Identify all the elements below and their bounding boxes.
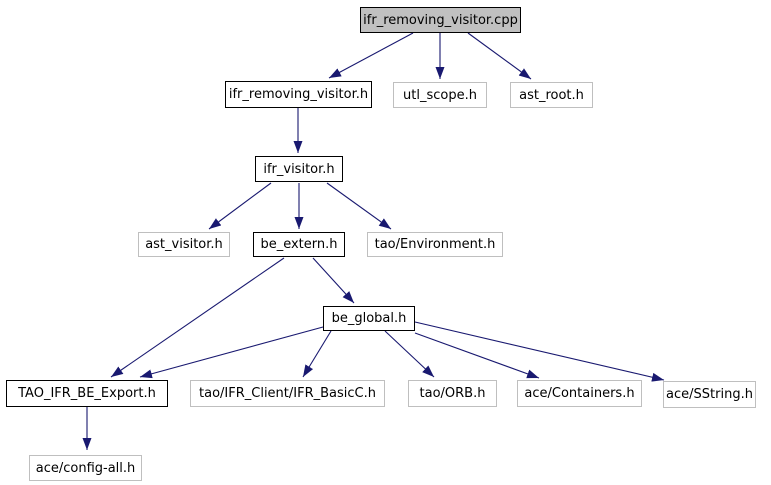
node-be-global-h[interactable]: be_global.h	[323, 306, 415, 331]
edge-be-global-h-to-tao-orb-h	[384, 330, 435, 378]
node-be-extern-h[interactable]: be_extern.h	[253, 232, 345, 257]
node-tao-orb-h: tao/ORB.h	[408, 380, 497, 407]
node-tao-ifr-client-ifr-basicc-h: tao/IFR_Client/IFR_BasicC.h	[190, 380, 385, 407]
node-ifr-removing-visitor-cpp: ifr_removing_visitor.cpp	[360, 7, 521, 33]
edge-be-global-h-to-ace-containers-h	[414, 332, 540, 379]
node-ifr-removing-visitor-h[interactable]: ifr_removing_visitor.h	[225, 81, 372, 108]
edge-ifr-visitor-h-to-tao-environment-h	[326, 182, 392, 230]
node-tao-ifr-be-export-h[interactable]: TAO_IFR_BE_Export.h	[6, 380, 168, 407]
node-ace-containers-h: ace/Containers.h	[517, 380, 642, 407]
node-ace-sstring-h: ace/SString.h	[663, 381, 756, 408]
edge-cpp-to-ast-root-h	[467, 32, 532, 80]
node-ace-config-all-h: ace/config-all.h	[29, 455, 142, 481]
edge-be-global-h-to-ace-sstring-h	[414, 321, 665, 382]
edge-cpp-to-ifr-removing-visitor-h	[328, 32, 414, 79]
edge-be-global-h-to-tao-ifr-client-ifr-basicc-h	[302, 330, 332, 378]
node-ast-visitor-h: ast_visitor.h	[138, 232, 230, 257]
node-utl-scope-h: utl_scope.h	[393, 82, 487, 108]
node-ifr-visitor-h[interactable]: ifr_visitor.h	[255, 156, 343, 182]
node-tao-environment-h: tao/Environment.h	[367, 232, 503, 257]
edge-be-global-h-to-tao-ifr-be-export-h	[139, 326, 324, 379]
edge-be-extern-h-to-be-global-h	[312, 257, 355, 304]
edge-be-extern-h-to-tao-ifr-be-export-h	[110, 257, 285, 378]
node-ast-root-h: ast_root.h	[510, 82, 593, 108]
edge-ifr-visitor-h-to-ast-visitor-h	[208, 182, 272, 230]
